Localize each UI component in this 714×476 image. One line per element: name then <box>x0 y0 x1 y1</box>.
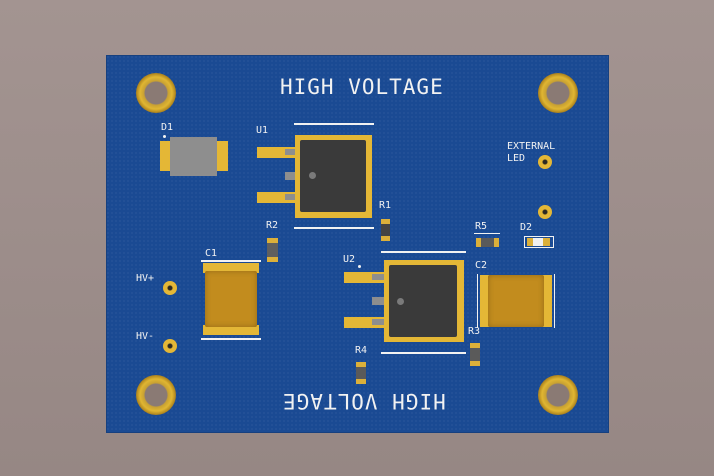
d2-body[interactable] <box>533 238 543 246</box>
external-led-pad-1[interactable] <box>538 155 552 169</box>
c1-pad-top <box>203 263 259 273</box>
c1-silk-bottom <box>201 338 261 340</box>
c2-silk-right <box>554 274 555 328</box>
u1-silk-bottom <box>294 227 374 229</box>
mounting-hole-top-right <box>538 73 578 113</box>
r3-pad-top <box>470 343 480 348</box>
r4-body[interactable] <box>356 367 366 379</box>
u1-marker-dot <box>309 172 316 179</box>
r1-pad-top <box>381 219 390 224</box>
u2-lead-3 <box>372 319 386 325</box>
u1-pad-pin1 <box>257 147 299 158</box>
u2-pin1-marker <box>358 265 361 268</box>
c1-silk-top <box>201 260 261 262</box>
r2-pad-top <box>267 238 278 243</box>
r2-pad-bottom <box>267 257 278 262</box>
pcb-board[interactable]: HIGH VOLTAGE HIGH VOLTAGE D1 U1 R1 R2 C1 <box>106 55 609 433</box>
label-u2: U2 <box>343 254 356 265</box>
label-r2: R2 <box>266 220 279 231</box>
u2-marker-dot <box>397 298 404 305</box>
label-r3: R3 <box>468 326 481 337</box>
u2-pad-pin3 <box>344 317 386 328</box>
u1-pad-pin3 <box>257 192 299 203</box>
label-d1: D1 <box>161 122 174 133</box>
mounting-hole-bottom-left <box>136 375 176 415</box>
label-r4: R4 <box>355 345 368 356</box>
c1-pad-bottom <box>203 325 259 335</box>
external-led-pad-2[interactable] <box>538 205 552 219</box>
u2-silk-top <box>381 251 466 253</box>
u1-silk-top <box>294 123 374 125</box>
r5-pad-left <box>476 238 481 247</box>
label-led: LED <box>507 153 526 164</box>
c2-silk-left <box>477 274 478 328</box>
u1-lead-2 <box>285 172 299 180</box>
label-u1: U1 <box>256 125 269 136</box>
u2-pad-pin1 <box>344 272 386 283</box>
label-r1: R1 <box>379 200 392 211</box>
mounting-hole-top-left <box>136 73 176 113</box>
u2-silk-bottom <box>381 352 466 354</box>
u1-lead-3 <box>285 194 299 200</box>
r3-body[interactable] <box>470 348 480 361</box>
c2-body[interactable] <box>488 275 544 327</box>
label-r5: R5 <box>475 221 488 232</box>
r4-pad-top <box>356 362 366 367</box>
label-hv-minus: HV- <box>136 331 155 342</box>
silkscreen-title-bottom: HIGH VOLTAGE <box>282 389 446 413</box>
r5-pad-right <box>494 238 499 247</box>
mounting-hole-bottom-right <box>538 375 578 415</box>
d1-pin1-marker <box>163 135 166 138</box>
r2-body[interactable] <box>267 243 278 257</box>
d2-pad-right <box>543 238 550 246</box>
label-d2: D2 <box>520 222 533 233</box>
label-external: EXTERNAL <box>507 141 556 152</box>
c1-body[interactable] <box>205 271 257 327</box>
silkscreen-title-top: HIGH VOLTAGE <box>280 75 444 99</box>
r3-pad-bottom <box>470 361 480 366</box>
d2-pad-left <box>527 238 533 246</box>
d2-silk-outline <box>524 236 554 248</box>
label-c1: C1 <box>205 248 218 259</box>
r1-pad-bottom <box>381 236 390 241</box>
d1-pad-left <box>160 141 172 171</box>
r5-silk-top <box>474 233 500 234</box>
d1-body[interactable] <box>170 137 217 176</box>
d1-pad-right <box>216 141 228 171</box>
label-hv-plus: HV+ <box>136 273 155 284</box>
u2-lead-2 <box>372 297 386 305</box>
r4-pad-bottom <box>356 379 366 384</box>
u2-lead-1 <box>372 274 386 280</box>
hv-minus-pad[interactable] <box>163 339 177 353</box>
hv-plus-pad[interactable] <box>163 281 177 295</box>
label-c2: C2 <box>475 260 488 271</box>
r5-body[interactable] <box>481 238 494 247</box>
c2-pad-left <box>480 275 490 327</box>
c2-pad-right <box>542 275 552 327</box>
u1-lead-1 <box>285 149 299 155</box>
r1-body[interactable] <box>381 224 390 236</box>
